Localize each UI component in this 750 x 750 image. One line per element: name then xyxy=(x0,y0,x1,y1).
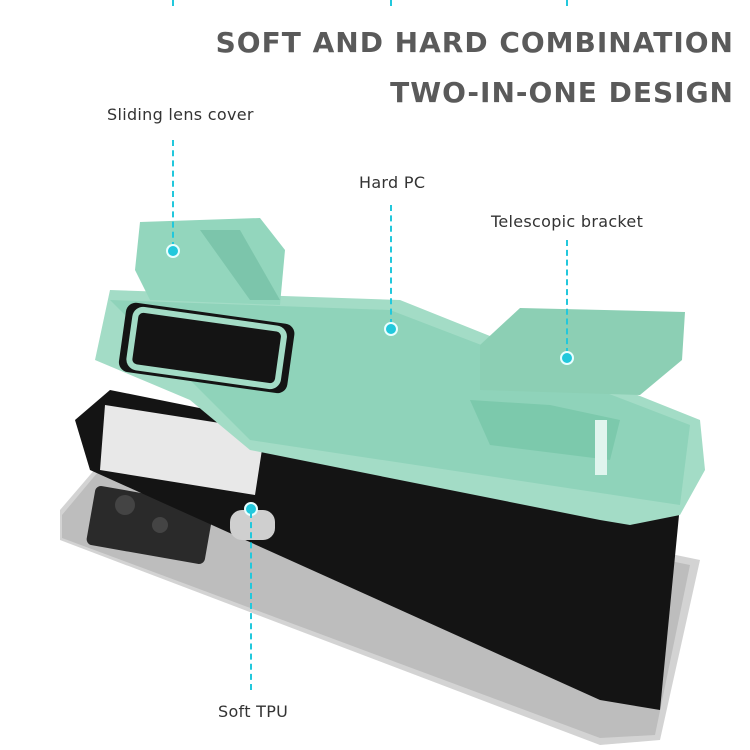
callout-label-soft-tpu: Soft TPU xyxy=(218,702,289,721)
top-callout-line xyxy=(390,0,392,6)
top-callout-line xyxy=(172,0,174,6)
callout-line-bracket xyxy=(566,240,568,354)
callout-dot-hard-pc xyxy=(384,322,398,336)
callout-line-lens-cover xyxy=(172,140,174,248)
callout-label-hard-pc: Hard PC xyxy=(359,173,426,192)
callout-dot-lens-cover xyxy=(166,244,180,258)
sliding-lens-cover xyxy=(135,218,285,305)
top-callout-line xyxy=(566,0,568,6)
callout-label-lens-cover: Sliding lens cover xyxy=(107,105,254,124)
hard-pc-case xyxy=(95,290,705,525)
telescopic-bracket xyxy=(480,308,685,475)
callout-dot-bracket xyxy=(560,351,574,365)
callout-line-soft-tpu xyxy=(250,512,252,690)
headline-line-1: SOFT AND HARD COMBINATION xyxy=(215,26,734,59)
headline-line-2: TWO-IN-ONE DESIGN xyxy=(390,76,734,109)
callout-line-hard-pc xyxy=(390,205,392,325)
callout-label-bracket: Telescopic bracket xyxy=(491,212,644,231)
